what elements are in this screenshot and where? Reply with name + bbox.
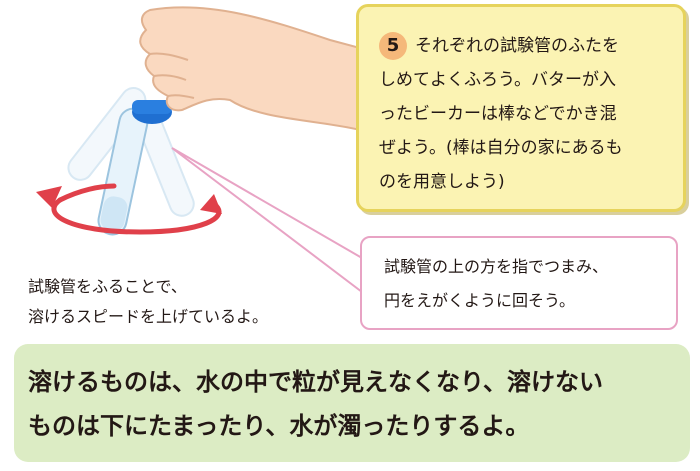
- test-tube-cap: [132, 100, 172, 124]
- caption-line-1: 試験管をふることで、: [28, 277, 187, 296]
- hand-icon: [139, 6, 360, 132]
- step-line-3: ったビーカーは棒などでかき混: [379, 104, 617, 124]
- bubble-line-1: 試験管の上の方を指でつまみ、: [384, 257, 609, 276]
- step-line-5: のを用意しよう): [379, 172, 505, 192]
- step-number-badge: 5: [379, 32, 407, 60]
- bubble-line-2: 円をえがくように回そう。: [384, 291, 576, 310]
- hand-shaking-test-tube-illustration: [36, 6, 360, 236]
- step-line-4: ぜよう。(棒は自分の家にあるも: [379, 138, 623, 158]
- step-line-2: しめてよくふろう。バターが入: [379, 70, 616, 90]
- caption-line-2: 溶けるスピードを上げているよ。: [28, 307, 269, 326]
- summary-line-2: ものは下にたまったり、水が濁ったりするよ。: [28, 412, 530, 440]
- summary-line-1: 溶けるものは、水の中で粒が見えなくなり、溶けない: [28, 368, 604, 396]
- tip-speech-bubble: 試験管の上の方を指でつまみ、 円をえがくように回そう。: [360, 236, 678, 330]
- illustration-caption: 試験管をふることで、 溶けるスピードを上げているよ。: [28, 272, 348, 332]
- summary-box: 溶けるものは、水の中で粒が見えなくなり、溶けない ものは下にたまったり、水が濁っ…: [14, 344, 690, 462]
